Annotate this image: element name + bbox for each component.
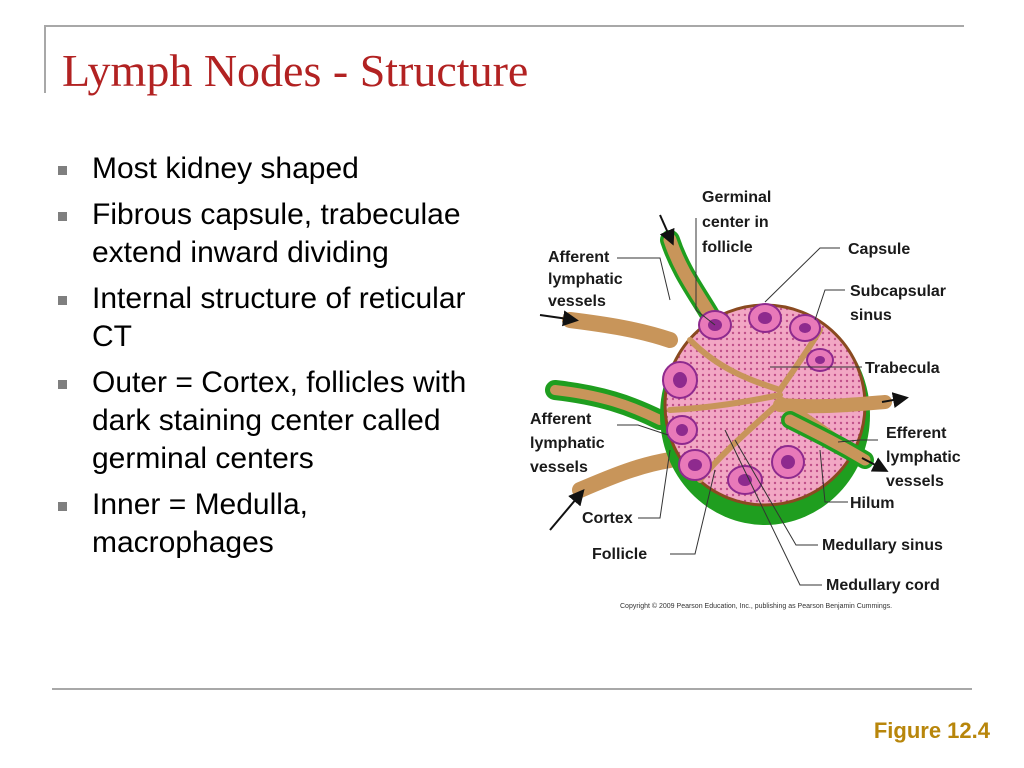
bullet-item: Internal structure of reticular CT: [56, 280, 496, 356]
label-medullary-cord: Medullary cord: [826, 577, 940, 594]
label-line: lymphatic: [548, 271, 623, 288]
label-line: Germinal: [702, 189, 771, 206]
afferent-vessel-upper-left: [539, 310, 678, 348]
label-line: center in: [702, 214, 769, 231]
bullet-text: Inner = Medulla, macrophages: [92, 488, 308, 559]
left-frame-line: [44, 25, 46, 93]
afferent-vessel-left: [545, 380, 670, 430]
afferent-vessel-top: [659, 214, 720, 325]
label-efferent: Efferent lymphatic vessels: [886, 425, 965, 490]
follicle: [662, 361, 698, 399]
bullet-text: Most kidney shaped: [92, 152, 359, 185]
bullet-square-icon: [58, 166, 67, 175]
lymph-node-diagram: Germinal center in follicle Afferent lym…: [530, 189, 965, 610]
bullet-item: Most kidney shaped: [56, 150, 496, 188]
bullet-text: Fibrous capsule, trabeculae extend inwar…: [92, 198, 461, 269]
label-medullary-sinus: Medullary sinus: [822, 537, 943, 554]
bottom-rule: [52, 688, 972, 690]
label-subcapsular-sinus: Subcapsular sinus: [850, 283, 950, 324]
label-hilum: Hilum: [850, 495, 894, 512]
bullet-item: Outer = Cortex, follicles with dark stai…: [56, 364, 496, 478]
copyright-text: Copyright © 2009 Pearson Education, Inc.…: [620, 602, 892, 610]
bullet-text: Outer = Cortex, follicles with dark stai…: [92, 366, 467, 475]
label-line: Afferent: [548, 249, 610, 266]
bullet-item: Fibrous capsule, trabeculae extend inwar…: [56, 196, 496, 272]
bullet-item: Inner = Medulla, macrophages: [56, 486, 496, 562]
slide-title: Lymph Nodes - Structure: [62, 45, 529, 96]
follicle: [748, 303, 782, 333]
figure-caption: Figure 12.4: [873, 718, 990, 743]
leader-lines: [617, 218, 878, 586]
bullet-list: Most kidney shaped Fibrous capsule, trab…: [56, 150, 496, 570]
follicles: [662, 303, 834, 495]
label-germinal-center: Germinal center in follicle: [702, 189, 776, 256]
efferent-vessel: [773, 392, 909, 472]
follicle: [806, 348, 834, 372]
label-line: lymphatic: [530, 435, 605, 452]
bullet-text: Internal structure of reticular CT: [92, 282, 466, 353]
bullet-square-icon: [58, 296, 67, 305]
follicle: [789, 314, 821, 342]
top-frame-line: [44, 25, 964, 27]
label-afferent-top: Afferent lymphatic vessels: [548, 249, 627, 310]
label-line: Afferent: [530, 411, 592, 428]
bullet-square-icon: [58, 380, 67, 389]
label-line: follicle: [702, 239, 753, 256]
label-afferent-left: Afferent lymphatic vessels: [530, 411, 609, 476]
follicle: [771, 445, 805, 479]
label-follicle: Follicle: [592, 546, 647, 563]
label-line: Subcapsular: [850, 283, 946, 300]
follicle: [678, 449, 712, 481]
follicle: [666, 415, 698, 445]
label-line: Efferent: [886, 425, 947, 442]
follicle: [727, 465, 763, 495]
afferent-vessel-lower-left: [549, 452, 678, 531]
label-capsule: Capsule: [848, 241, 910, 258]
label-trabecula: Trabecula: [865, 360, 940, 377]
label-cortex: Cortex: [582, 510, 633, 527]
label-line: sinus: [850, 307, 892, 324]
label-line: lymphatic: [886, 449, 961, 466]
label-line: vessels: [886, 473, 944, 490]
bullet-square-icon: [58, 212, 67, 221]
bullet-square-icon: [58, 502, 67, 511]
label-line: vessels: [530, 459, 588, 476]
label-line: vessels: [548, 293, 606, 310]
